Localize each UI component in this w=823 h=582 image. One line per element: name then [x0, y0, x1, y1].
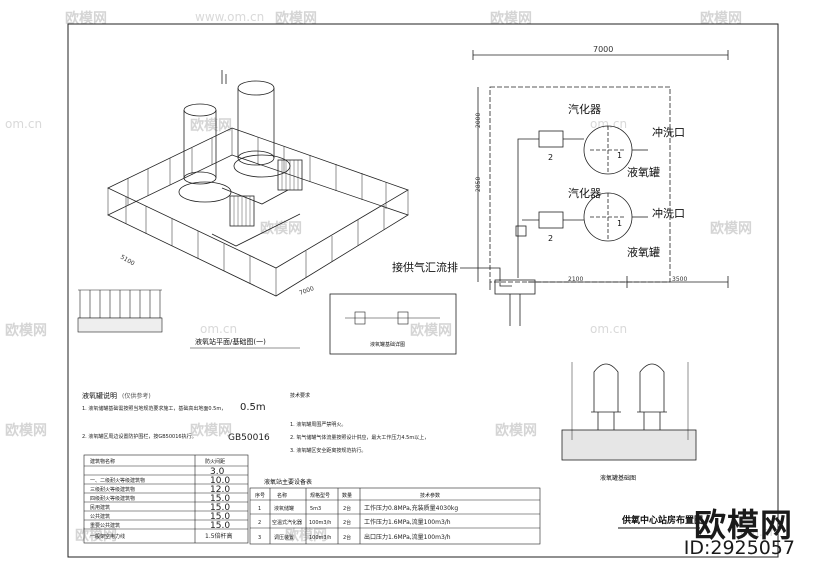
svg-text:3.0: 3.0: [210, 467, 225, 477]
dim-plan-left-mid: 2850: [475, 177, 482, 192]
distance-table-row: 一般架空电力线 1.5倍杆高: [90, 532, 233, 540]
label-vap-no-1: 2: [548, 153, 553, 162]
svg-text:民用建筑: 民用建筑: [90, 504, 110, 511]
vaporizer-plan-2: [538, 211, 564, 229]
svg-text:15.0: 15.0: [210, 494, 230, 504]
svg-text:15.0: 15.0: [210, 503, 230, 513]
equipment-table-row: 2 空温式汽化器 100m3/h 2台 工作压力1.6MPa,流量100m3/h: [258, 518, 451, 526]
label-vaporizer-1: 汽化器: [568, 102, 601, 116]
equip-header-no: 序号: [255, 492, 265, 499]
fence-detail: [77, 289, 163, 333]
svg-text:100m3/h: 100m3/h: [309, 520, 331, 526]
notes2-heading: 技术要求: [290, 392, 310, 399]
svg-text:10.0: 10.0: [210, 476, 230, 486]
notes2-item-3: 3. 液氧罐区安全距离按规范执行。: [290, 447, 366, 454]
svg-text:2台: 2台: [343, 505, 351, 512]
label-vap-no-2: 2: [548, 234, 553, 243]
label-pipe-connect: 接供气汇流排: [392, 260, 458, 274]
svg-text:5m3: 5m3: [310, 506, 321, 512]
svg-text:1: 1: [258, 506, 261, 512]
distance-header-name: 建筑物名称: [90, 458, 115, 465]
notes2-item-1: 1. 液氧罐周围严禁明火。: [290, 421, 346, 428]
brand-id: ID:2925057: [683, 537, 795, 559]
tank-top: [237, 80, 275, 96]
svg-text:出口压力1.6MPa,流量100m3/h: 出口压力1.6MPa,流量100m3/h: [364, 533, 451, 541]
tank-top: [183, 103, 217, 117]
distance-header-value: 防火间距: [205, 458, 225, 465]
detail-box: [329, 293, 457, 355]
manifold-plan: [494, 279, 536, 295]
distance-table-row: 一、二级耐火等级建筑物 10.0: [90, 476, 230, 486]
notes-code: GB50016: [228, 433, 270, 443]
equip-header-spec: 规格型号: [310, 492, 330, 499]
equipment-table-row: 3 调压装置 100m3/h 2台 出口压力1.6MPa,流量100m3/h: [258, 533, 451, 541]
equipment-table-row: 1 液氧储罐 5m3 2台 工作压力0.8MPa,充装质量4030kg: [258, 504, 458, 512]
svg-text:15.0: 15.0: [210, 512, 230, 522]
svg-text:调压装置: 调压装置: [274, 534, 294, 541]
notes-subheading: (仅供参考): [122, 392, 151, 400]
plan-view: [460, 50, 729, 326]
label-flush-1: 冲洗口: [652, 125, 685, 139]
fence-posts: [107, 128, 409, 296]
notes-heading: 液氧罐说明: [82, 391, 117, 400]
brand-logo: 欧模网: [693, 506, 793, 544]
iso-view-title: 液氧站平面/基础图(一): [195, 337, 266, 346]
svg-text:2台: 2台: [343, 534, 351, 541]
label-tank-no-1: 1: [617, 151, 622, 160]
svg-text:3: 3: [258, 535, 261, 541]
svg-text:工作压力1.6MPa,流量100m3/h: 工作压力1.6MPa,流量100m3/h: [364, 518, 451, 526]
svg-text:100m3/h: 100m3/h: [309, 535, 331, 541]
sheet-frame: [67, 23, 779, 558]
svg-text:一般架空电力线: 一般架空电力线: [90, 533, 125, 540]
label-flush-2: 冲洗口: [652, 206, 685, 220]
svg-text:液氧储罐: 液氧储罐: [274, 505, 294, 512]
equip-header-name: 名称: [277, 492, 287, 499]
svg-text:12.0: 12.0: [210, 485, 230, 495]
svg-text:15.0: 15.0: [210, 521, 230, 531]
vaporizer-plan-1: [538, 130, 564, 148]
label-tank-1: 液氧罐: [627, 165, 660, 179]
foundation-title: 液氧罐基础图: [600, 474, 636, 482]
foundation-detail: [561, 362, 697, 461]
dim-plan-width: 7000: [593, 45, 613, 54]
equip-header-qty: 数量: [342, 492, 352, 499]
distance-table-row: 3.0: [210, 467, 225, 477]
label-tank-no-2: 1: [617, 219, 622, 228]
svg-text:2: 2: [258, 520, 261, 526]
distance-table-row: 三级耐火等级建筑物 12.0: [90, 485, 230, 495]
label-tank-2: 液氧罐: [627, 245, 660, 259]
dim-iso-right: 7000: [298, 285, 315, 297]
svg-text:一、二级耐火等级建筑物: 一、二级耐火等级建筑物: [90, 477, 145, 484]
equipment-table: [249, 487, 541, 545]
notes2-item-2: 2. 氧气储罐气体流量按照设计供应，最大工作压力4.5m以上，: [290, 434, 429, 441]
distance-table: [83, 454, 249, 544]
distance-table-row: 民用建筑 15.0: [90, 503, 230, 513]
distance-table-row: 四级耐火等级建筑物 15.0: [90, 494, 230, 504]
svg-text:公共建筑: 公共建筑: [90, 513, 110, 520]
svg-text:2台: 2台: [343, 519, 351, 526]
svg-text:1.5倍杆高: 1.5倍杆高: [205, 532, 233, 540]
sheet-title: 供氧中心站房布置图: [621, 514, 703, 526]
svg-text:三级耐火等级建筑物: 三级耐火等级建筑物: [90, 486, 135, 493]
equip-header-params: 技术参数: [420, 492, 440, 499]
notes-item-2: 2. 液氧罐区周边设置防护围栏，按GB50016执行。: [82, 433, 197, 440]
dim-iso-left: 5100: [119, 254, 136, 268]
label-vaporizer-2: 汽化器: [568, 186, 601, 200]
dim-plan-bottom-left: 2100: [568, 276, 583, 283]
dim-plan-bottom-right: 3500: [672, 276, 687, 283]
svg-text:空温式汽化器: 空温式汽化器: [272, 519, 302, 526]
svg-text:重要公共建筑: 重要公共建筑: [90, 522, 120, 529]
svg-text:工作压力0.8MPa,充装质量4030kg: 工作压力0.8MPa,充装质量4030kg: [364, 504, 458, 512]
distance-table-row: 重要公共建筑 15.0: [90, 521, 230, 531]
svg-text:四级耐火等级建筑物: 四级耐火等级建筑物: [90, 495, 135, 502]
detail-box-title: 液氧罐基础详图: [370, 341, 405, 348]
dim-plan-left-top: 2000: [475, 113, 482, 128]
notes-item-1: 1. 液氧储罐基础需按照当地规范要求施工，基础高出地面0.5m，: [82, 405, 226, 412]
notes-highlight: 0.5m: [240, 402, 266, 413]
equipment-table-title: 液氧站主要设备表: [264, 478, 312, 486]
distance-table-row: 公共建筑 15.0: [90, 512, 230, 522]
isometric-view: [107, 70, 409, 297]
